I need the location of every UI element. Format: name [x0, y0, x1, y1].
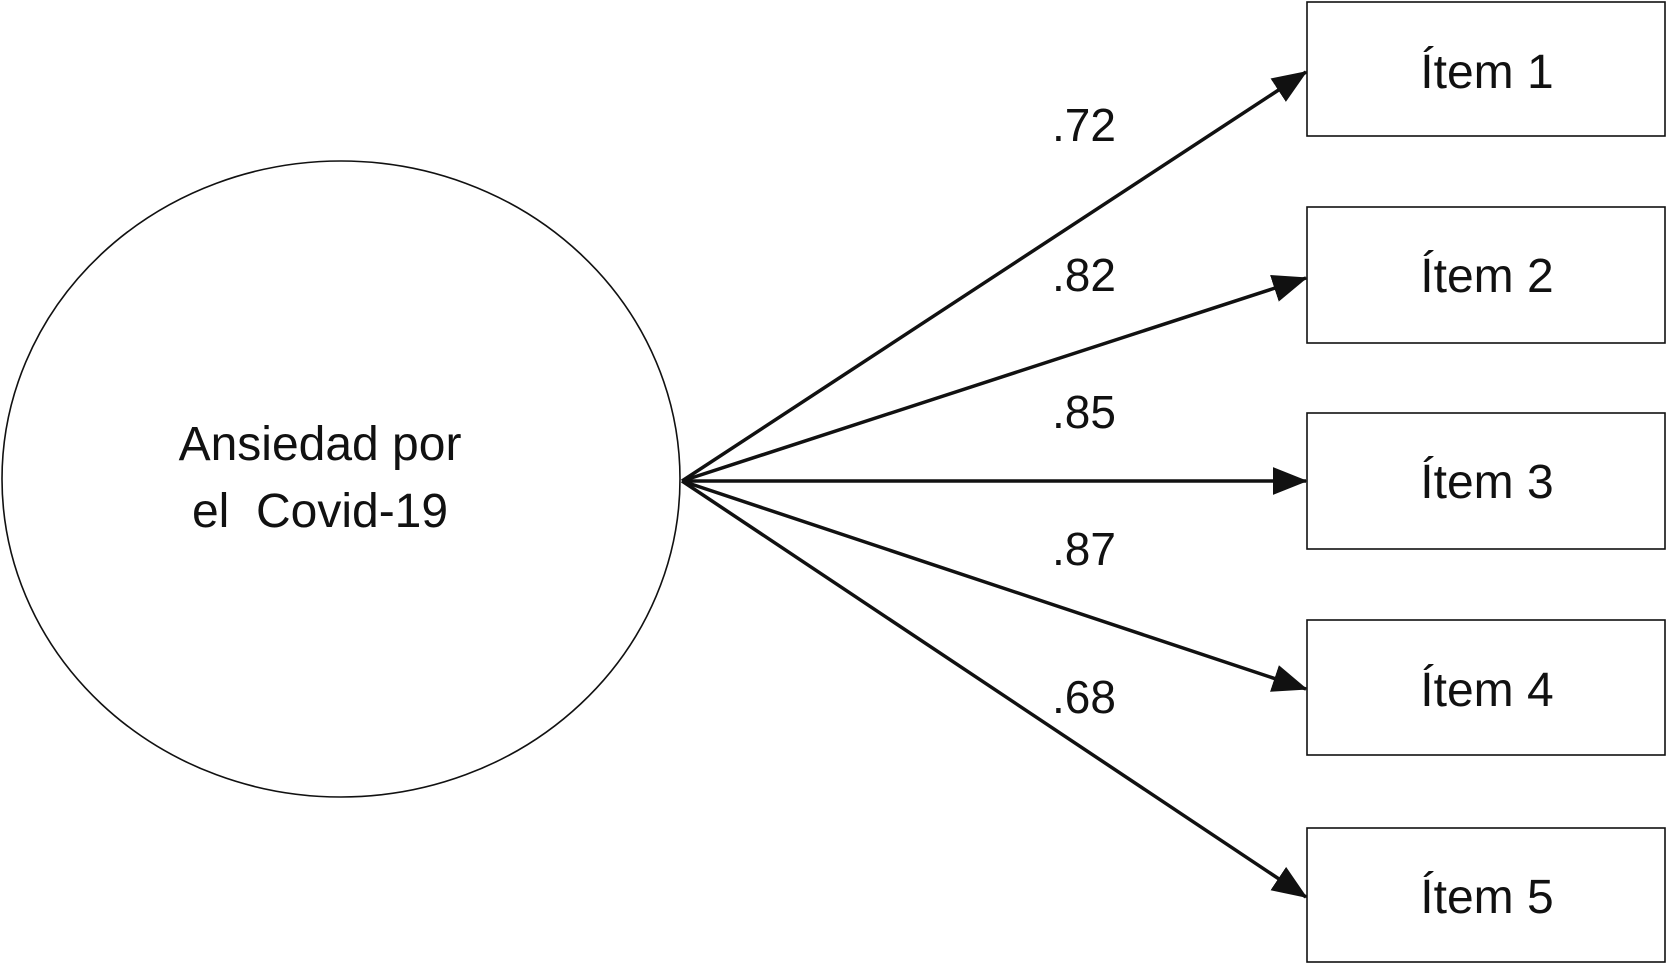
path-arrow-item-5	[681, 479, 1308, 899]
path-arrow-item-2	[681, 274, 1308, 483]
item-box-3-frame	[1306, 412, 1666, 550]
loading-item-1: .72	[1052, 99, 1116, 151]
item-box-1: Ítem 1	[1306, 1, 1666, 137]
latent-factor-ellipse	[1, 160, 681, 798]
path-arrow-item-1	[681, 70, 1308, 483]
latent-factor-label-line1: Ansiedad por	[179, 418, 462, 471]
loading-item-4: .87	[1052, 523, 1116, 575]
item-box-4-label: Ítem 4	[1420, 664, 1553, 717]
observed-items: Ítem 1 Ítem 2 Ítem 3 Ítem 4 Ítem 5	[1306, 1, 1666, 963]
item-box-4: Ítem 4	[1306, 619, 1666, 756]
item-box-5: Ítem 5	[1306, 827, 1666, 963]
item-box-3-label: Ítem 3	[1420, 456, 1553, 509]
item-box-1-label: Ítem 1	[1420, 46, 1553, 99]
item-box-2-label: Ítem 2	[1420, 250, 1553, 303]
item-box-4-frame	[1306, 619, 1666, 756]
item-box-5-label: Ítem 5	[1420, 871, 1553, 924]
item-box-2-frame	[1306, 206, 1666, 344]
item-box-1-frame	[1306, 1, 1666, 137]
latent-factor: Ansiedad por el Covid-19	[1, 160, 681, 798]
item-box-3: Ítem 3	[1306, 412, 1666, 550]
item-box-5-frame	[1306, 827, 1666, 963]
loading-item-2: .82	[1052, 249, 1116, 301]
factor-loading-paths	[681, 70, 1308, 899]
item-box-2: Ítem 2	[1306, 206, 1666, 344]
path-arrow-item-4	[681, 479, 1308, 692]
loading-item-5: .68	[1052, 671, 1116, 723]
loading-item-3: .85	[1052, 386, 1116, 438]
latent-factor-label-line2: el Covid-19	[192, 485, 448, 538]
factor-loadings: .72 .82 .85 .87 .68	[1052, 99, 1116, 723]
